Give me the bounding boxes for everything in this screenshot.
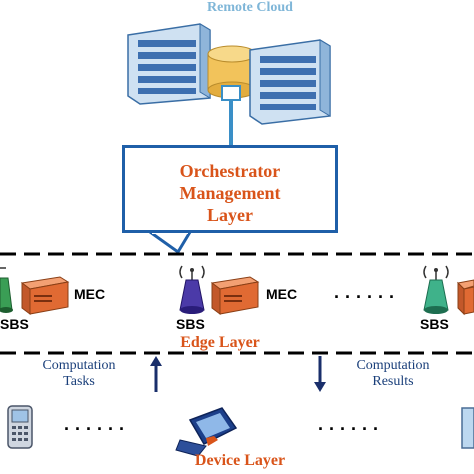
- orchestrator-label-line2: Management: [179, 183, 281, 203]
- device-right-icon: [461, 407, 474, 449]
- orchestrator-callout-pointer: [145, 230, 193, 255]
- computation-tasks-label: Computation Tasks: [14, 358, 144, 390]
- mec-server-center-icon: [210, 276, 260, 315]
- orchestrator-label-line1: Orchestrator: [179, 161, 281, 181]
- download-arrow-icon: [314, 356, 326, 392]
- server-left-icon: [127, 23, 211, 105]
- mec-server-left-icon: [20, 276, 70, 315]
- sbs-right-antenna-icon: [423, 265, 449, 314]
- mobile-phone-center-icon: [175, 407, 238, 457]
- device-ellipsis-right: ......: [318, 414, 385, 434]
- sbs-left-antenna-icon: [0, 267, 13, 313]
- mec-left-label: MEC: [74, 286, 106, 302]
- sbs-left-label: SBS: [0, 316, 29, 332]
- computation-results-line1: Computation: [356, 358, 430, 373]
- storage-cylinder-icon: [207, 45, 257, 101]
- edge-layer-label: Edge Layer: [180, 334, 260, 351]
- sbs-center-antenna-icon: [179, 265, 205, 314]
- sbs-center-label: SBS: [176, 316, 205, 332]
- device-layer-label: Device Layer: [194, 452, 286, 469]
- orchestrator-label: Orchestrator Management Layer: [122, 160, 338, 226]
- device-ellipsis-left: ......: [64, 414, 131, 434]
- sbs-right-label: SBS: [420, 316, 449, 332]
- mec-server-right-icon: [456, 279, 474, 316]
- computation-tasks-line1: Computation: [42, 358, 116, 373]
- mec-center-label: MEC: [266, 286, 298, 302]
- server-right-icon: [249, 39, 331, 125]
- computation-results-label: Computation Results: [328, 358, 458, 390]
- mobile-phone-left-icon: [7, 405, 33, 449]
- upload-arrow-icon: [150, 356, 162, 392]
- orchestrator-box: [122, 145, 338, 233]
- edge-ellipsis: ......: [334, 282, 401, 302]
- computation-tasks-line2: Tasks: [63, 374, 95, 389]
- computation-results-line2: Results: [372, 374, 414, 389]
- remote-cloud-label: Remote Cloud: [207, 0, 293, 15]
- orchestrator-label-line3: Layer: [207, 205, 253, 225]
